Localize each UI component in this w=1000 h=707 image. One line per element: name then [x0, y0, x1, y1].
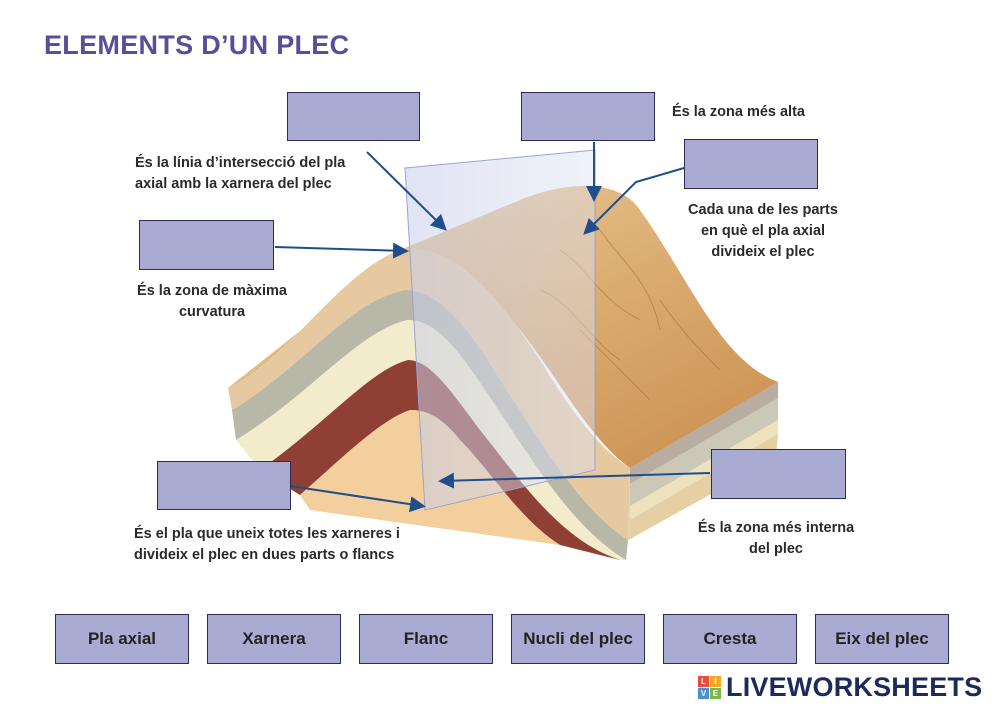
side-face: [628, 382, 778, 540]
page-title: ELEMENTS D’UN PLEC: [44, 30, 350, 60]
drop-box-flanc[interactable]: [684, 139, 818, 189]
drop-box-cresta[interactable]: [521, 92, 655, 141]
drop-box-xarnera[interactable]: [139, 220, 274, 270]
word-cresta[interactable]: Cresta: [663, 614, 797, 664]
word-eix-del-plec[interactable]: Eix del plec: [815, 614, 949, 664]
desc-eix: És la línia d’intersecció del pla axial …: [135, 155, 346, 193]
word-nucli-del-plec[interactable]: Nucli del plec: [511, 614, 645, 664]
fold-top-surface: [228, 186, 778, 469]
desc-flanc: Cada una de les parts en què el pla axia…: [688, 202, 838, 261]
liveworksheets-logo: L I V E LIVEWORKSHEETS: [698, 672, 982, 703]
drop-box-pla-axial[interactable]: [157, 461, 291, 510]
logo-badge-icon: L I V E: [698, 676, 721, 699]
desc-cresta: És la zona més alta: [672, 104, 805, 120]
word-flanc[interactable]: Flanc: [359, 614, 493, 664]
logo-text: LIVEWORKSHEETS: [726, 672, 983, 702]
drop-box-eix[interactable]: [287, 92, 420, 141]
desc-pla-axial: És el pla que uneix totes les xarneres i…: [134, 526, 400, 564]
pointer-arrows: [274, 142, 711, 513]
axial-plane: [404, 149, 596, 511]
desc-xarnera: És la zona de màxima curvatura: [137, 283, 287, 321]
drop-box-nucli[interactable]: [711, 449, 846, 499]
word-xarnera[interactable]: Xarnera: [207, 614, 341, 664]
desc-nucli: És la zona més interna del plec: [697, 520, 855, 558]
word-pla-axial[interactable]: Pla axial: [55, 614, 189, 664]
